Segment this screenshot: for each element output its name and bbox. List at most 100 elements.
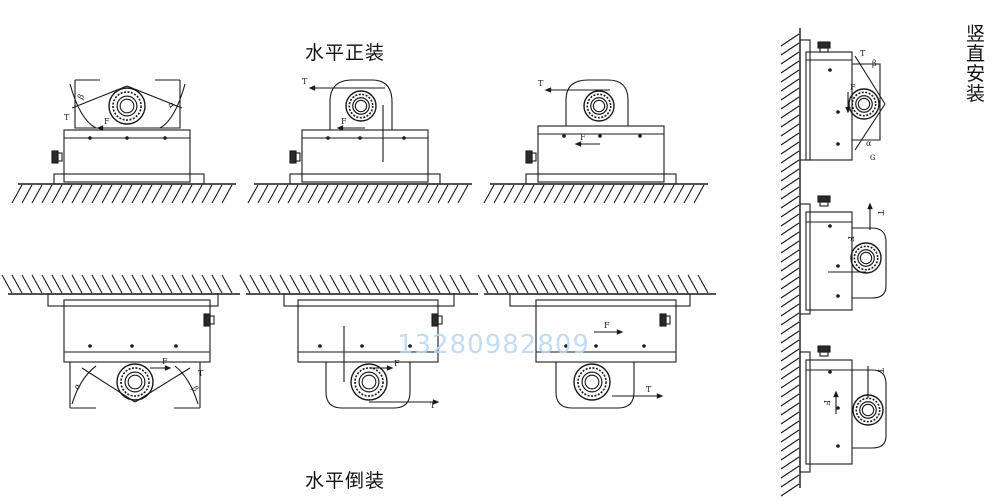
- hatch: [497, 274, 509, 294]
- hatch: [201, 274, 213, 294]
- hatch: [309, 274, 321, 294]
- bearing-inner: [855, 95, 873, 113]
- hatch: [637, 274, 649, 294]
- sensor-body-5: [297, 299, 439, 363]
- bearing-inner: [859, 401, 877, 419]
- hatch: [221, 184, 233, 204]
- mount-hole: [163, 136, 167, 140]
- connector-icon: [289, 150, 297, 164]
- hatch: [377, 184, 389, 204]
- hatch: [267, 184, 279, 204]
- hatch: [567, 274, 579, 294]
- angle-arc-beta: [174, 365, 199, 405]
- hatch: [603, 184, 615, 204]
- connector-icon: [431, 313, 439, 327]
- connector-body: [665, 315, 671, 325]
- hatch: [653, 184, 665, 204]
- hatch: [269, 274, 281, 294]
- hatch: [221, 274, 233, 294]
- mount-hole: [642, 344, 646, 348]
- hatch: [161, 184, 173, 204]
- tension-arrow-2-head: [308, 85, 316, 91]
- bearing-6: [573, 363, 611, 401]
- hatch: [780, 222, 800, 236]
- base-plate-1: [53, 173, 205, 185]
- hatch: [780, 483, 800, 497]
- hatch: [507, 274, 519, 294]
- sensor-body-3: [537, 125, 665, 183]
- force-arrow-9-head: [833, 390, 839, 398]
- wall-plate-8: [799, 203, 811, 315]
- hatch: [693, 184, 705, 204]
- hatch: [607, 274, 619, 294]
- mount-hole: [836, 264, 840, 268]
- tension-arrow-5-head: [432, 399, 440, 405]
- bearing-balls: [354, 367, 384, 397]
- bearing-inner: [857, 249, 875, 267]
- hatch: [31, 184, 43, 204]
- hatch: [587, 274, 599, 294]
- alpha-label-4: α: [72, 381, 83, 391]
- bearing-balls: [577, 367, 607, 397]
- hatch: [41, 184, 53, 204]
- hatch: [51, 184, 63, 204]
- bearing-2: [345, 90, 377, 122]
- hatch: [780, 348, 800, 362]
- hatch: [419, 274, 431, 294]
- hatch: [527, 274, 539, 294]
- hatch: [121, 184, 133, 204]
- tension-label-5: T: [430, 401, 436, 410]
- hatch: [181, 274, 193, 294]
- hatch: [211, 184, 223, 204]
- hatch: [121, 274, 133, 294]
- bearing-bore: [584, 374, 600, 390]
- hatch: [780, 168, 800, 182]
- sensor-body-9: [805, 359, 853, 465]
- bearing-bore: [859, 251, 873, 265]
- hatch: [171, 184, 183, 204]
- ceiling-plate-6: [509, 293, 691, 307]
- hatch: [141, 274, 153, 294]
- connector-body: [295, 152, 301, 162]
- bearing-balls: [853, 245, 879, 271]
- hatch: [389, 274, 401, 294]
- bearing-inner: [116, 95, 138, 117]
- hatch: [780, 339, 800, 353]
- hatch: [1, 274, 13, 294]
- wall-plate-7: [799, 39, 811, 161]
- bearing-balls: [348, 93, 374, 119]
- hatch: [249, 274, 261, 294]
- hatch: [429, 274, 441, 294]
- hatch: [780, 51, 800, 65]
- hatch: [379, 274, 391, 294]
- force-arrow-6-head: [616, 329, 624, 335]
- force-label-4: F: [162, 357, 168, 366]
- hatch: [387, 184, 399, 204]
- mount-hole: [638, 134, 642, 138]
- hatch: [667, 274, 679, 294]
- connector-body: [437, 315, 443, 325]
- mount-hole: [562, 134, 566, 138]
- hatch: [543, 184, 555, 204]
- bearing-1: [108, 87, 146, 125]
- tension-line-7b: [854, 103, 886, 151]
- bearing-9: [852, 394, 884, 426]
- hatch: [513, 184, 525, 204]
- hatch: [11, 184, 23, 204]
- sensor-body-6: [535, 299, 677, 363]
- beta-label-4: β: [190, 385, 200, 394]
- mount-hole: [358, 136, 362, 140]
- hatch: [171, 274, 183, 294]
- hatch: [780, 69, 800, 83]
- hatch: [780, 42, 800, 56]
- hatch: [259, 274, 271, 294]
- hatch: [449, 274, 461, 294]
- force-arrow-4-head: [164, 365, 172, 371]
- tension-arrow-8-head: [867, 202, 873, 210]
- tension-line-1a: [71, 85, 128, 109]
- hatch: [369, 274, 381, 294]
- bearing-inner: [124, 371, 146, 393]
- hatch: [191, 274, 203, 294]
- tension-label-8: T: [876, 210, 885, 216]
- angle-arc-beta: [69, 83, 97, 129]
